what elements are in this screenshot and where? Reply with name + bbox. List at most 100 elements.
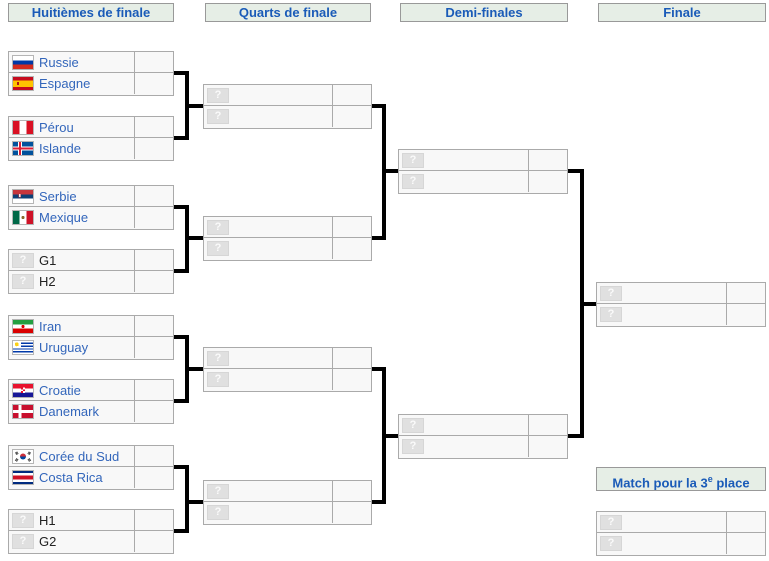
team-link-perou[interactable]: Pérou <box>39 119 74 135</box>
team-link-mexique[interactable]: Mexique <box>39 210 89 225</box>
score-cell <box>332 369 371 390</box>
score-cell <box>726 304 765 325</box>
match-sf-2: ? ? <box>398 414 568 459</box>
team-row-third-slot2: ? <box>597 533 765 554</box>
team-row-croatie: Croatie <box>9 380 173 401</box>
team-label-h1: H1 <box>39 512 56 528</box>
team-row-sf2-slot2: ? <box>399 436 567 457</box>
score-cell <box>726 512 765 532</box>
unknown-team-icon: ? <box>402 152 424 168</box>
team-label-g1: G1 <box>39 252 57 268</box>
team-row-mexique: Mexique <box>9 207 173 228</box>
score-cell <box>134 73 173 94</box>
round-header-demi[interactable]: Demi-finales <box>400 3 568 22</box>
bracket-connector <box>372 367 386 371</box>
flag-peru-icon <box>12 119 34 135</box>
score-cell <box>134 467 173 488</box>
unknown-team-icon: ? <box>207 483 229 499</box>
bracket-connector <box>386 169 398 173</box>
bracket-connector <box>568 169 584 173</box>
team-label-g2: G2 <box>39 534 57 549</box>
bracket-connector <box>580 169 584 438</box>
match-r16-8: ? H1 ? G2 <box>8 509 174 554</box>
round-header-quarts[interactable]: Quarts de finale <box>205 3 371 22</box>
match-r16-7: Corée du Sud Costa Rica <box>8 445 174 490</box>
team-link-coree-du-sud[interactable]: Corée du Sud <box>39 448 120 464</box>
flag-iceland-icon <box>12 141 34 156</box>
team-link-islande[interactable]: Islande <box>39 141 81 156</box>
team-row-final-slot2: ? <box>597 304 765 325</box>
team-link-uruguay[interactable]: Uruguay <box>39 340 89 355</box>
score-cell <box>332 217 371 237</box>
team-row-coree-du-sud: Corée du Sud <box>9 446 173 467</box>
match-r16-6: Croatie Danemark <box>8 379 174 424</box>
score-cell <box>528 415 567 435</box>
team-row-costa-rica: Costa Rica <box>9 467 173 488</box>
unknown-team-icon: ? <box>12 274 34 289</box>
team-link-iran[interactable]: Iran <box>39 318 62 334</box>
team-link-serbie[interactable]: Serbie <box>39 188 77 204</box>
unknown-team-icon: ? <box>207 87 229 103</box>
round-header-finale[interactable]: Finale <box>598 3 766 22</box>
team-link-espagne[interactable]: Espagne <box>39 76 91 91</box>
bracket-connector <box>185 335 189 403</box>
bracket-connector <box>568 434 584 438</box>
flag-serbia-icon <box>12 188 34 204</box>
bracket-connector <box>372 500 386 504</box>
score-cell <box>134 401 173 422</box>
match-qf-3: ? ? <box>203 347 372 392</box>
team-link-croatie[interactable]: Croatie <box>39 382 81 398</box>
bracket-connector <box>174 399 189 403</box>
team-link-costa-rica[interactable]: Costa Rica <box>39 470 103 485</box>
score-cell <box>332 85 371 105</box>
team-link-russie[interactable]: Russie <box>39 54 79 70</box>
bracket-connector <box>372 236 386 240</box>
score-cell <box>134 531 173 552</box>
team-row-russie: Russie <box>9 52 173 73</box>
score-cell <box>332 238 371 259</box>
bracket-connector <box>185 465 189 533</box>
unknown-team-icon: ? <box>600 285 622 301</box>
team-row-qf2-slot2: ? <box>204 238 371 259</box>
score-cell <box>528 436 567 457</box>
team-row-g2: ? G2 <box>9 531 173 552</box>
team-row-qf1-slot2: ? <box>204 106 371 127</box>
score-cell <box>134 207 173 228</box>
bracket-connector <box>382 104 386 240</box>
score-cell <box>332 502 371 523</box>
score-cell <box>528 171 567 192</box>
bracket-connector <box>372 104 386 108</box>
score-cell <box>332 106 371 127</box>
bracket-connector <box>189 367 203 371</box>
match-third-place: ? ? <box>596 511 766 556</box>
team-label-h2: H2 <box>39 274 56 289</box>
team-row-serbie: Serbie <box>9 186 173 207</box>
third-place-header-suffix: place <box>712 475 750 491</box>
score-cell <box>134 316 173 336</box>
team-row-final-slot1: ? <box>597 283 765 304</box>
match-r16-2: Pérou Islande <box>8 116 174 161</box>
unknown-team-icon: ? <box>600 536 622 551</box>
third-place-header[interactable]: Match pour la 3e place <box>596 467 766 491</box>
bracket-connector <box>174 269 189 273</box>
score-cell <box>134 52 173 72</box>
bracket-connector <box>185 205 189 273</box>
flag-iran-icon <box>12 318 34 334</box>
bracket-connector <box>189 236 203 240</box>
match-r16-3: Serbie Mexique <box>8 185 174 230</box>
match-r16-4: ? G1 ? H2 <box>8 249 174 294</box>
flag-croatia-icon <box>12 382 34 398</box>
team-row-danemark: Danemark <box>9 401 173 422</box>
unknown-team-icon: ? <box>600 514 622 530</box>
bracket-connector <box>382 367 386 504</box>
team-link-danemark[interactable]: Danemark <box>39 404 99 419</box>
flag-costa-rica-icon <box>12 470 34 485</box>
round-header-huitiemes[interactable]: Huitièmes de finale <box>8 3 174 22</box>
score-cell <box>134 446 173 466</box>
bracket-connector <box>174 205 189 209</box>
flag-spain-icon <box>12 76 34 91</box>
unknown-team-icon: ? <box>12 512 34 528</box>
score-cell <box>134 117 173 137</box>
team-row-qf3-slot1: ? <box>204 348 371 369</box>
bracket-connector <box>174 465 189 469</box>
